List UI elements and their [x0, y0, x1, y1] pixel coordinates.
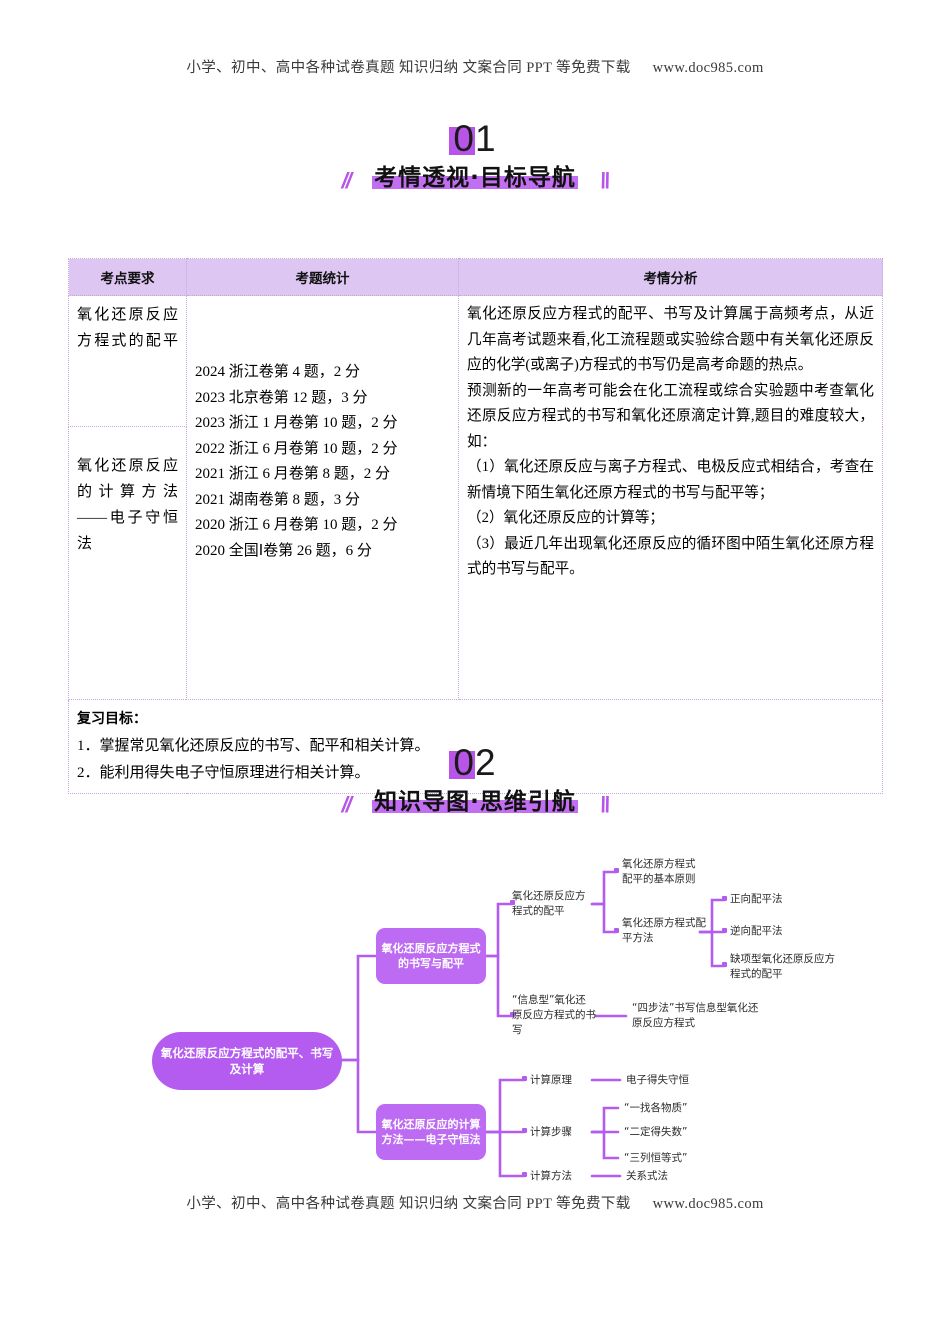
- analysis-paragraph: 氧化还原反应方程式的配平、书写及计算属于高频考点，从近几年高考试题来看,化工流程…: [467, 306, 874, 373]
- column-header-analysis: 考情分析: [458, 258, 883, 296]
- section-number-block-02: [449, 751, 476, 779]
- statistics-item: 2023 北京卷第 12 题，3 分: [195, 389, 368, 406]
- mindmap: 氧化还原反应方程式的配平、书写及计算 氧化还原反应方程式的书写与配平 氧化还原反…: [0, 836, 950, 1186]
- review-goals-title: 复习目标：: [77, 711, 147, 727]
- mindmap-node-calc-methods[interactable]: 计算方法: [530, 1169, 572, 1182]
- section-title-highlight-02: [372, 800, 578, 813]
- review-goal-item: 1．掌握常见氧化还原反应的书写、配平和相关计算。: [77, 738, 430, 754]
- analysis-paragraph: （2）氧化还原反应的计算等；: [467, 510, 665, 526]
- section-number-block-01: [449, 127, 476, 155]
- mindmap-branch-a-node[interactable]: 氧化还原反应方程式的书写与配平: [376, 928, 486, 984]
- mindmap-node-equation-balancing[interactable]: 氧化还原反应方程式的配平: [512, 890, 586, 917]
- running-footer-url: www.doc985.com: [652, 1196, 764, 1212]
- mindmap-leaf-step-three[interactable]: “三列恒等式”: [624, 1151, 688, 1164]
- review-goal-item: 2．能利用得失电子守恒原理进行相关计算。: [77, 765, 370, 781]
- table-header-row: 考点要求 考题统计 考情分析: [68, 258, 883, 296]
- running-header-text: 小学、初中、高中各种试卷真题 知识归纳 文案合同 PPT 等免费下载: [186, 60, 631, 76]
- decor-slashes-right-icon-2: \\: [597, 792, 611, 818]
- statistics-item: 2020 全国Ⅰ卷第 26 题，6 分: [195, 542, 372, 559]
- mindmap-leaf-electron-conservation[interactable]: 电子得失守恒: [626, 1073, 689, 1086]
- running-footer-text: 小学、初中、高中各种试卷真题 知识归纳 文案合同 PPT 等免费下载: [186, 1196, 631, 1212]
- exam-overview-table: 考点要求 考题统计 考情分析 氧化还原反应方程式的配平 2024 浙江卷第 4 …: [68, 258, 883, 794]
- table-row-goals: 复习目标： 1．掌握常见氧化还原反应的书写、配平和相关计算。 2．能利用得失电子…: [68, 699, 883, 794]
- section-title-wrap-01: 考情透视·目标导航: [364, 158, 586, 192]
- decor-slashes-left-icon: //: [339, 168, 353, 194]
- column-header-requirements: 考点要求: [68, 258, 187, 296]
- decor-slashes-right-icon: \\: [597, 168, 611, 194]
- mindmap-leaf-reverse-balancing[interactable]: 逆向配平法: [730, 924, 783, 937]
- mindmap-node-information-type-writing[interactable]: “信息型”氧化还原反应方程式的书写: [512, 993, 596, 1036]
- mindmap-leaf-step-two[interactable]: “二定得失数”: [624, 1125, 688, 1138]
- requirement-cell-1: 氧化还原反应方程式的配平: [68, 295, 187, 427]
- section-number-02: 02: [453, 742, 497, 783]
- mindmap-node-calc-steps[interactable]: 计算步骤: [530, 1125, 572, 1138]
- mindmap-leaf-four-step-method[interactable]: “四步法”书写信息型氧化还原反应方程式: [632, 1002, 759, 1029]
- table-row: 氧化还原反应方程式的配平 2024 浙江卷第 4 题，2 分 2023 北京卷第…: [68, 295, 883, 700]
- mindmap-node-calc-principle[interactable]: 计算原理: [530, 1073, 572, 1086]
- section-number-wrap-02: 02: [449, 742, 497, 784]
- section-banner-01: 01 // 考情透视·目标导航 \\: [0, 118, 950, 194]
- mindmap-connectors: [340, 868, 727, 1178]
- mindmap-root-node[interactable]: 氧化还原反应方程式的配平、书写及计算: [152, 1032, 342, 1090]
- section-number-01: 01: [453, 118, 497, 159]
- requirement-cell-2: 氧化还原反应的计算方法——电子守恒法: [68, 426, 187, 700]
- section-title-wrap-02: 知识导图·思维引航: [364, 782, 586, 816]
- analysis-paragraph: （1）氧化还原反应与离子方程式、电极反应式相结合，考查在新情境下陌生氧化还原方程…: [467, 459, 874, 501]
- statistics-cell: 2024 浙江卷第 4 题，2 分 2023 北京卷第 12 题，3 分 202…: [186, 295, 459, 700]
- running-header: 小学、初中、高中各种试卷真题 知识归纳 文案合同 PPT 等免费下载 www.do…: [0, 56, 950, 77]
- section-number-wrap-01: 01: [449, 118, 497, 160]
- analysis-cell: 氧化还原反应方程式的配平、书写及计算属于高频考点，从近几年高考试题来看,化工流程…: [458, 295, 883, 700]
- statistics-item: 2021 浙江 6 月卷第 8 题，2 分: [195, 466, 391, 482]
- section-title-02: 知识导图·思维引航: [374, 789, 576, 815]
- statistics-spacer: [195, 302, 450, 360]
- statistics-item: 2024 浙江卷第 4 题，2 分: [195, 364, 361, 380]
- analysis-paragraph: 预测新的一年高考可能会在化工流程或综合实验题中考查氧化还原反应方程式的书写和氧化…: [467, 382, 874, 450]
- statistics-item: 2023 浙江 1 月卷第 10 题，2 分: [195, 415, 398, 431]
- statistics-item: 2021 湖南卷第 8 题，3 分: [195, 491, 361, 508]
- table-row: 氧化还原反应的计算方法——电子守恒法: [68, 426, 883, 700]
- section-title-highlight-01: [372, 176, 578, 189]
- mindmap-leaf-missing-term-balancing[interactable]: 缺项型氧化还原反应方程式的配平: [730, 953, 835, 980]
- mindmap-leaf-step-one[interactable]: “一找各物质”: [624, 1101, 688, 1114]
- statistics-item: 2022 浙江 6 月卷第 10 题，2 分: [195, 440, 398, 457]
- mindmap-leaf-balancing-methods[interactable]: 氧化还原方程式配平方法: [622, 917, 706, 944]
- section-title-01: 考情透视·目标导航: [374, 165, 576, 191]
- mindmap-branch-b-node[interactable]: 氧化还原反应的计算方法——电子守恒法: [376, 1104, 486, 1160]
- column-header-statistics: 考题统计: [186, 258, 459, 296]
- statistics-item: 2020 浙江 6 月卷第 10 题，2 分: [195, 517, 398, 533]
- running-header-url: www.doc985.com: [652, 60, 764, 76]
- analysis-paragraph: （3）最近几年出现氧化还原反应的循环图中陌生氧化还原方程式的书写与配平。: [467, 535, 874, 578]
- mindmap-leaf-balancing-principles[interactable]: 氧化还原方程式配平的基本原则: [622, 858, 696, 885]
- decor-slashes-left-icon-2: //: [339, 792, 353, 818]
- mindmap-leaf-relation-formula[interactable]: 关系式法: [626, 1169, 668, 1182]
- mindmap-leaf-forward-balancing[interactable]: 正向配平法: [730, 892, 783, 905]
- review-goals-cell: 复习目标： 1．掌握常见氧化还原反应的书写、配平和相关计算。 2．能利用得失电子…: [68, 699, 883, 794]
- section-banner-02: 02 // 知识导图·思维引航 \\: [0, 742, 950, 818]
- running-footer: 小学、初中、高中各种试卷真题 知识归纳 文案合同 PPT 等免费下载 www.do…: [0, 1192, 950, 1213]
